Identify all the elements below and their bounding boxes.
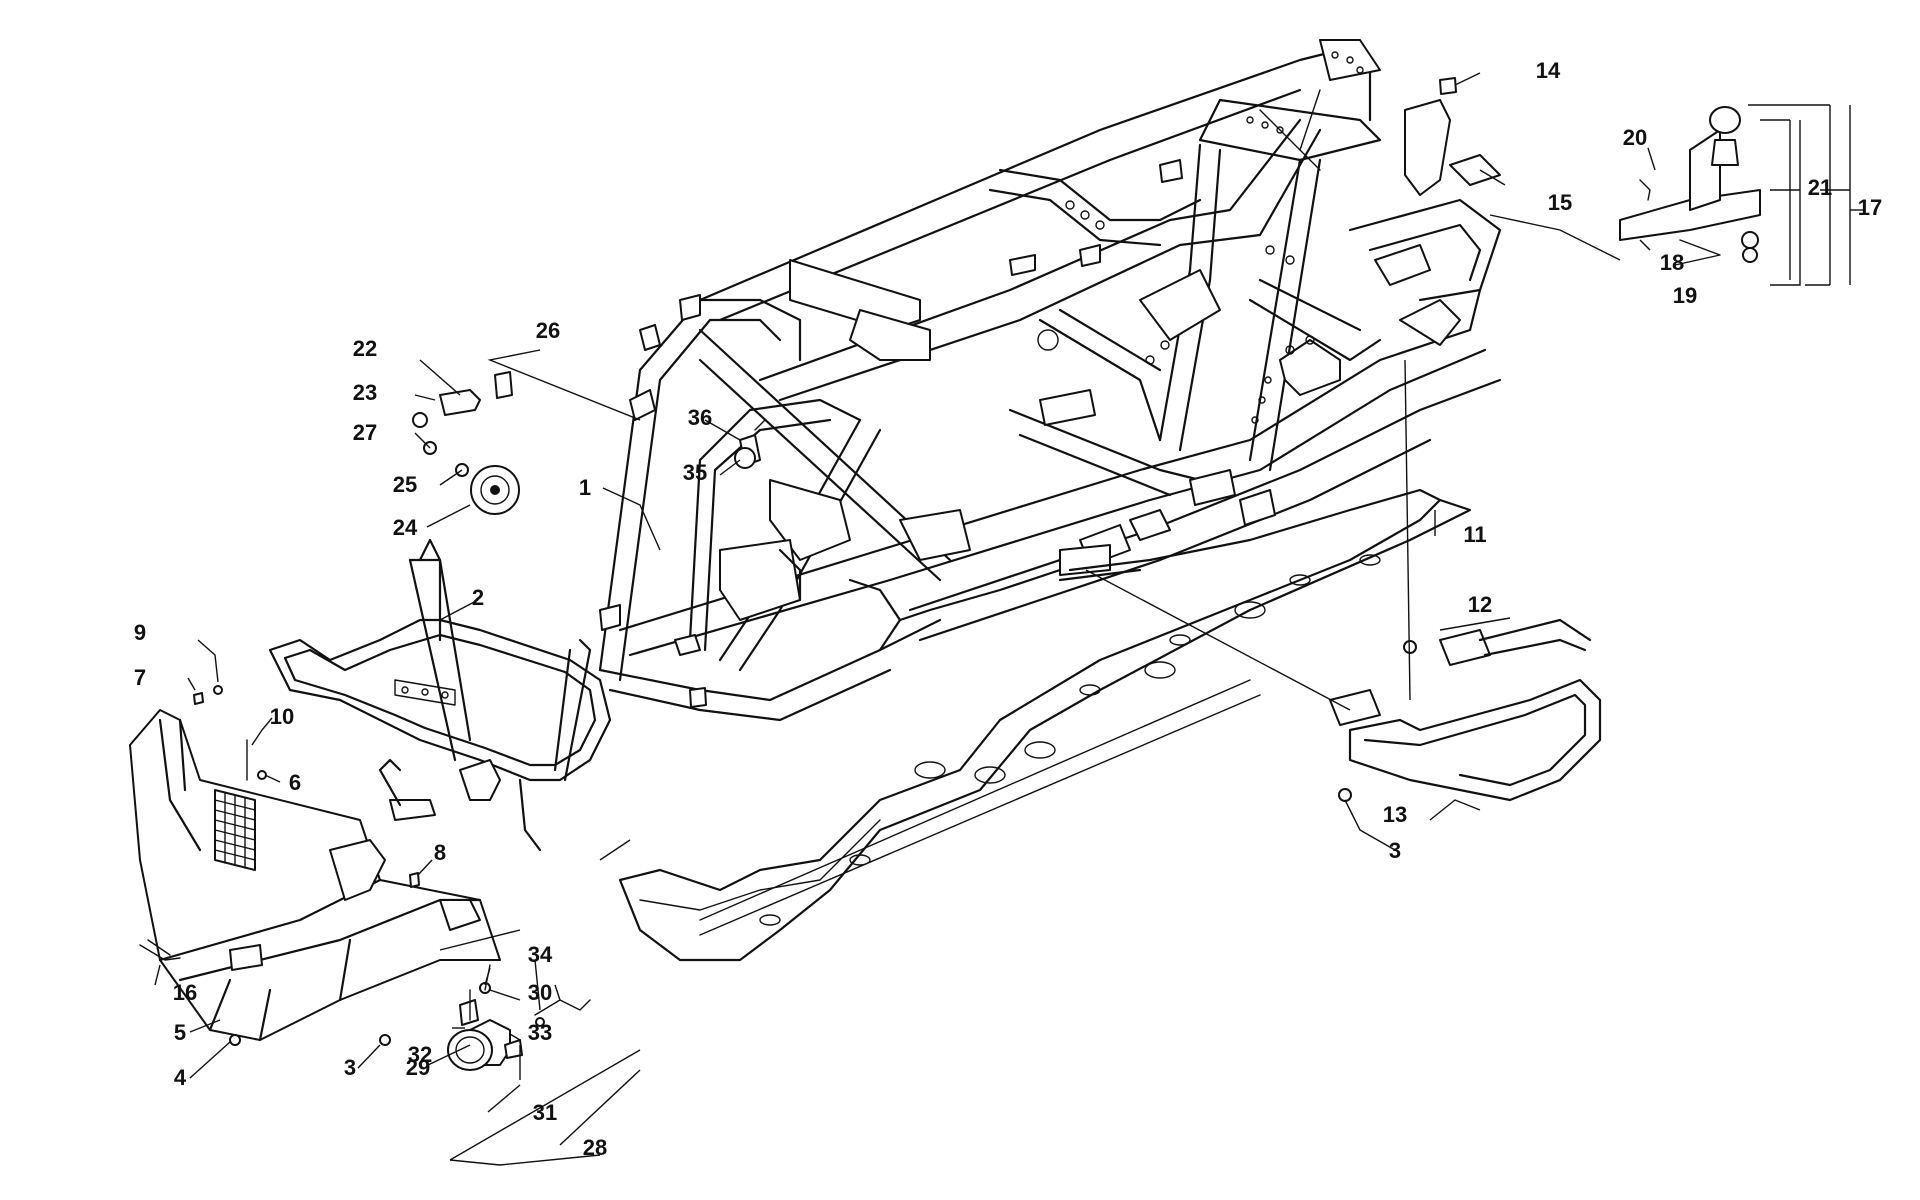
label-11: 11 [1463, 522, 1486, 547]
label-18: 18 [1660, 250, 1684, 275]
footrest [1329, 618, 1602, 802]
rear-brackets [1404, 77, 1501, 196]
label-20: 20 [1623, 125, 1647, 150]
label-5: 5 [174, 1020, 186, 1045]
hitch-assembly [1619, 106, 1761, 263]
label-1: 1 [579, 475, 591, 500]
label-21: 21 [1808, 175, 1832, 200]
front-fascia [129, 709, 501, 1042]
label-19: 19 [1673, 283, 1697, 308]
label-8: 8 [434, 840, 446, 865]
label-25: 25 [393, 472, 417, 497]
label-3: 3 [1389, 838, 1401, 863]
label-26: 26 [536, 318, 560, 343]
label-28: 28 [583, 1135, 607, 1160]
label-2: 2 [472, 585, 484, 610]
label-16: 16 [173, 980, 197, 1005]
leader-lines [154, 72, 1865, 1166]
label-3b: 3 [344, 1055, 356, 1080]
front-bumper [268, 538, 612, 852]
label-35: 35 [683, 460, 707, 485]
label-13: 13 [1383, 802, 1407, 827]
label-22: 22 [353, 336, 377, 361]
main-frame [598, 39, 1502, 722]
label-7: 7 [134, 665, 146, 690]
label-17: 17 [1858, 195, 1882, 220]
label-34: 34 [528, 942, 553, 967]
label-31: 31 [533, 1100, 557, 1125]
label-4: 4 [174, 1065, 187, 1090]
label-10: 10 [270, 704, 294, 729]
label-30: 30 [528, 980, 552, 1005]
part-labels: 1 2 3 3 3 4 5 6 7 8 9 10 11 12 13 14 15 … [134, 58, 1882, 1160]
label-32: 32 [408, 1042, 432, 1067]
label-27: 27 [353, 420, 377, 445]
label-24: 24 [393, 515, 418, 540]
horn-and-brackets [412, 371, 766, 515]
label-36: 36 [688, 405, 712, 430]
label-33: 33 [528, 1020, 552, 1045]
label-9: 9 [134, 620, 146, 645]
label-14: 14 [1536, 58, 1561, 83]
label-12: 12 [1468, 592, 1492, 617]
label-6: 6 [289, 770, 301, 795]
skid-plate [618, 488, 1472, 962]
label-15: 15 [1548, 190, 1572, 215]
front-light-assembly [447, 964, 591, 1071]
label-29: 29 [406, 1055, 430, 1080]
label-23: 23 [353, 380, 377, 405]
